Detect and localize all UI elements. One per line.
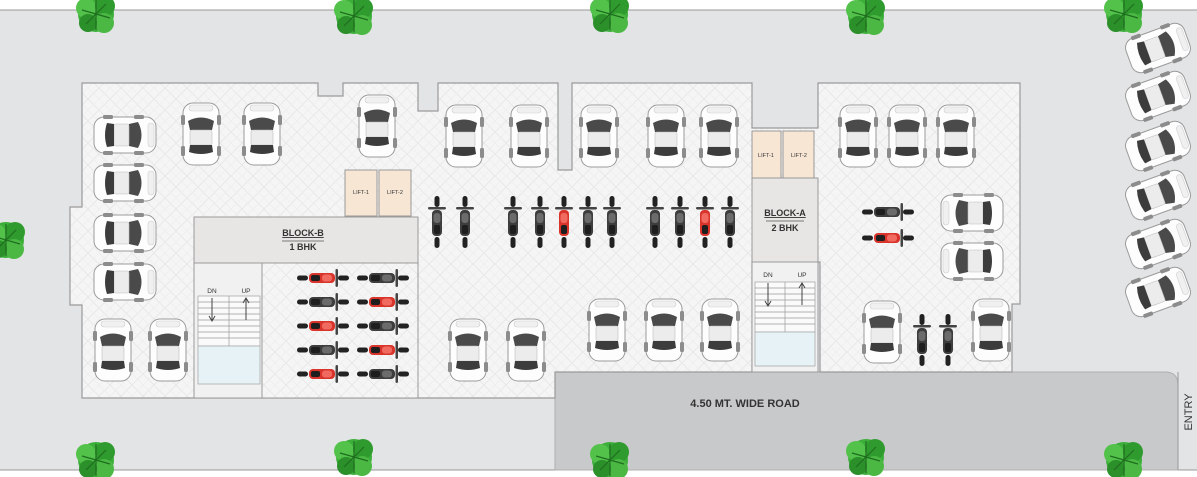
block-b-core — [193, 216, 419, 264]
block-a-name: BLOCK-A — [764, 208, 806, 218]
block-a-lift-2-label: LIFT-2 — [791, 153, 807, 159]
tree-icon — [333, 438, 374, 477]
tree-icon — [0, 221, 26, 260]
car-icon — [935, 104, 977, 168]
car-icon — [92, 318, 134, 382]
car-icon — [447, 318, 489, 382]
tree-icon — [845, 0, 886, 36]
car-icon — [643, 298, 685, 362]
car-icon — [886, 104, 928, 168]
tree-icon — [589, 0, 630, 34]
block-a-lift-1-label: LIFT-1 — [758, 153, 774, 159]
block-a-lift-2 — [782, 130, 815, 179]
block-b-type: 1 BHK — [289, 242, 317, 252]
car-icon — [508, 104, 550, 168]
tree-icon — [845, 438, 886, 477]
block-b-lift-1 — [344, 169, 378, 217]
block-a-type: 2 BHK — [771, 223, 799, 233]
car-icon — [93, 114, 157, 156]
car-icon — [837, 104, 879, 168]
tree-icon — [1103, 441, 1144, 477]
block-b-name: BLOCK-B — [282, 228, 324, 238]
car-icon — [578, 104, 620, 168]
tree-icon — [75, 0, 116, 34]
tree-icon — [75, 441, 116, 477]
block-a-lift-1 — [751, 130, 782, 179]
car-icon — [443, 104, 485, 168]
tree-icon — [333, 0, 374, 36]
block-b-stair-up: UP — [241, 288, 250, 295]
block-a-core — [751, 177, 819, 263]
block-b-lift-2-label: LIFT-2 — [387, 190, 403, 196]
car-icon — [699, 298, 741, 362]
car-icon — [645, 104, 687, 168]
block-a-stair-dn: DN — [763, 272, 773, 279]
car-icon — [356, 94, 398, 158]
car-icon — [241, 102, 283, 166]
car-icon — [93, 162, 157, 204]
entry-label: ENTRY — [1183, 393, 1195, 431]
car-icon — [940, 192, 1004, 234]
block-b-lift-2 — [378, 169, 412, 217]
block-a-staircase: DN UP — [751, 261, 819, 373]
block-b-stair-dn: DN — [207, 288, 217, 295]
tree-icon — [589, 441, 630, 477]
car-icon — [93, 261, 157, 303]
car-icon — [180, 102, 222, 166]
block-a-stair-up: UP — [797, 272, 806, 279]
car-icon — [970, 298, 1012, 362]
road-label: 4.50 MT. WIDE ROAD — [690, 398, 799, 410]
car-icon — [505, 318, 547, 382]
car-icon — [586, 298, 628, 362]
block-b-staircase: DN UP — [197, 288, 261, 385]
car-icon — [147, 318, 189, 382]
tree-icon — [1103, 0, 1144, 34]
car-icon — [940, 240, 1004, 282]
block-b-bike-room — [261, 262, 419, 399]
car-icon — [93, 212, 157, 254]
car-icon — [861, 300, 903, 364]
car-icon — [698, 104, 740, 168]
block-b-lift-1-label: LIFT-1 — [353, 190, 369, 196]
